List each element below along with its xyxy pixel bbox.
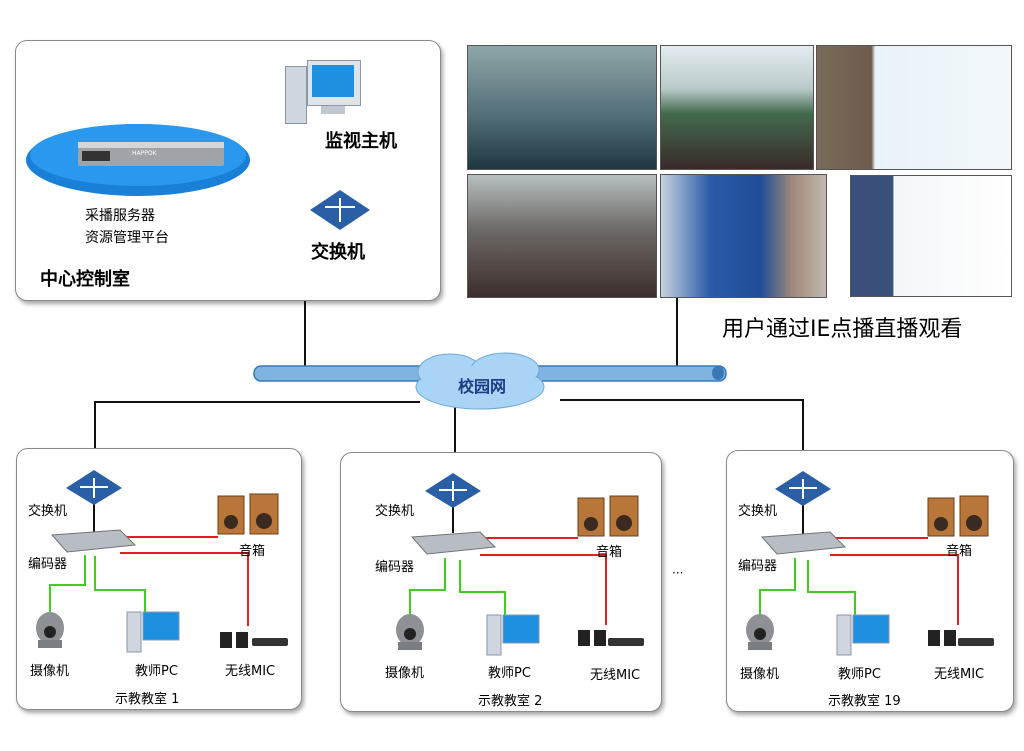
classroom-1-encoder-label: 编码器 [28,557,68,572]
classroom-screenshot-6 [850,175,1012,297]
classroom-19-pc-label: 教师PC [838,667,881,682]
server-label-line1: 采播服务器 [85,208,155,224]
classroom-19-mic-label: 无线MIC [934,667,985,682]
campus-network-label: 校园网 [458,377,507,396]
classroom-2-camera-label: 摄像机 [385,666,425,681]
classroom-photo-1 [467,45,657,170]
control-room-label: 中心控制室 [40,269,130,290]
classroom-2-title: 示教教室 2 [478,694,543,709]
classroom-2-encoder-label: 编码器 [375,560,415,575]
user-caption: 用户通过IE点播直播观看 [722,317,963,342]
classroom-2-pc-label: 教师PC [488,666,531,681]
classroom-screenshot-3 [816,45,1012,170]
classroom-1-pc-label: 教师PC [135,664,178,679]
server-label-line2: 资源管理平台 [85,230,169,246]
monitor-host-label: 监视主机 [325,131,397,152]
classroom-photo-2 [660,45,814,170]
classroom-19-encoder-label: 编码器 [738,559,778,574]
control-switch-label: 交换机 [311,242,365,263]
classroom-2-speaker-label: 音箱 [596,545,623,560]
server-brand: HAPPOK [132,150,157,157]
classroom-1-speaker-label: 音箱 [239,544,266,559]
more-classrooms-ellipsis: ··· [672,566,684,580]
classroom-screenshot-5 [660,174,827,298]
classroom-19-speaker-label: 音箱 [946,544,973,559]
classroom-2-switch-label: 交换机 [375,504,415,519]
classroom-19-title: 示教教室 19 [828,694,901,709]
classroom-1-mic-label: 无线MIC [225,664,276,679]
classroom-1-camera-label: 摄像机 [30,664,70,679]
classroom-photo-4 [467,174,657,298]
classroom-19-switch-label: 交换机 [738,504,778,519]
classroom-1-title: 示教教室 1 [115,692,180,707]
control-room-box [15,40,441,301]
classroom-19-camera-label: 摄像机 [740,667,780,682]
classroom-1-switch-label: 交换机 [28,504,68,519]
monitor-host-pc-icon [285,60,365,125]
classroom-2-mic-label: 无线MIC [590,668,641,683]
